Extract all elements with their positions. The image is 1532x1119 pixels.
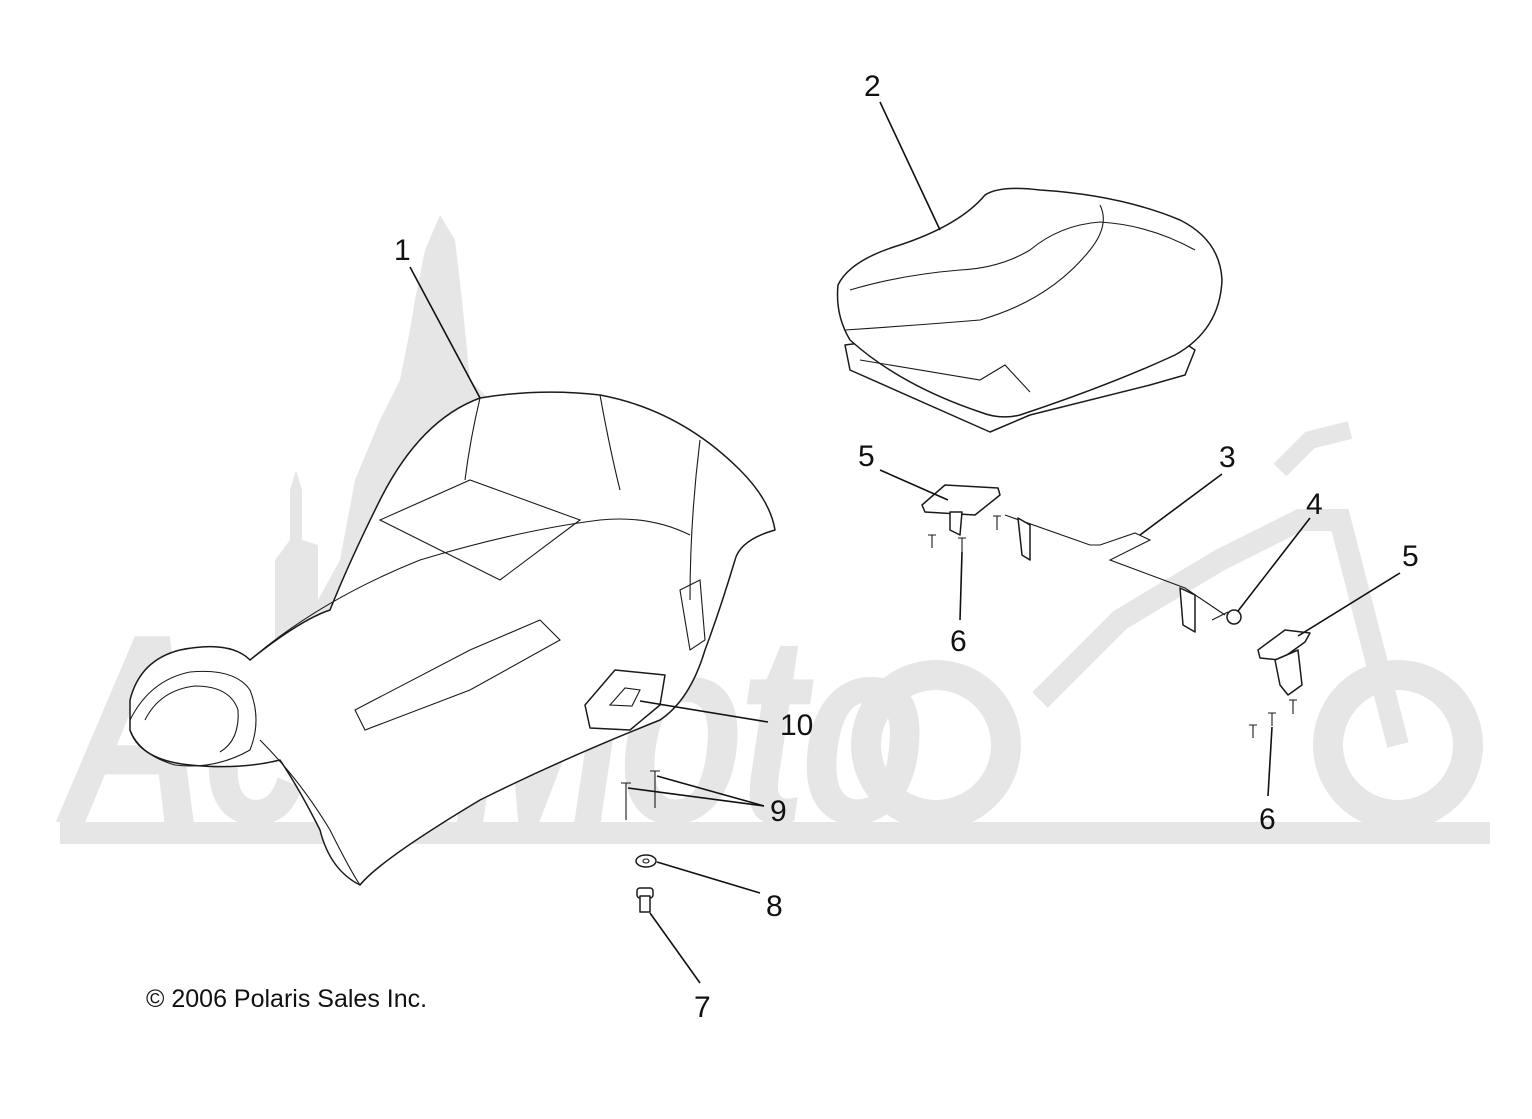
callout-6a: 6 <box>950 625 967 658</box>
leader-7 <box>649 912 701 984</box>
leader-4 <box>1237 517 1311 612</box>
leader-1 <box>409 266 481 399</box>
part-8-washer <box>635 854 657 868</box>
callout-6b: 6 <box>1259 803 1276 836</box>
seat-backrest-curve <box>464 394 701 601</box>
callout-8: 8 <box>766 890 783 923</box>
latch-rod-bracket-right <box>1179 587 1196 633</box>
latch-hook <box>608 687 641 707</box>
callout-2: 2 <box>864 70 881 103</box>
leader-8 <box>656 861 761 894</box>
part-8-washer-hole <box>642 858 650 864</box>
latch-rod-line <box>1004 514 1226 616</box>
copyright-notice: © 2006 Polaris Sales Inc. <box>146 985 428 1013</box>
passenger-seat-seam <box>844 204 1104 331</box>
spring-arm <box>1211 611 1229 621</box>
part-2-passenger-seat <box>836 187 1223 433</box>
part-9-screw-1 <box>621 782 631 820</box>
passenger-seat-cushion <box>836 187 1223 418</box>
callout-1: 1 <box>394 234 411 267</box>
part-1-seat <box>129 391 776 886</box>
seat-front-inner <box>144 685 239 753</box>
watermark-motorcycle-frame-icon <box>1032 509 1409 748</box>
screw-6a-2 <box>958 537 966 552</box>
bracket-right-leg <box>1274 649 1303 696</box>
leader-lines <box>409 101 1401 984</box>
watermark-wheel-front-icon <box>1313 660 1483 830</box>
seat-body <box>129 391 776 886</box>
leader-3 <box>1139 473 1223 536</box>
screw-6b-2 <box>1268 712 1276 726</box>
part-3-latch-rod <box>1004 514 1226 633</box>
callout-10: 10 <box>780 709 813 742</box>
seat-top-ridge <box>249 518 691 661</box>
callout-7: 7 <box>694 991 711 1024</box>
screw-6b-3 <box>1289 699 1297 714</box>
bracket-right <box>1257 629 1311 661</box>
part-5-brackets <box>921 484 1311 696</box>
leader-6a <box>959 551 963 621</box>
leader-5a <box>879 469 949 501</box>
callout-9: 9 <box>770 795 787 828</box>
callouts: 1 2 3 4 5 5 6 6 7 8 9 10 <box>394 70 1419 1024</box>
part-6-screws <box>928 515 1297 738</box>
passenger-seat-bottom-rail <box>859 359 1031 393</box>
passenger-seat-top-line <box>849 221 1196 291</box>
spring-coil <box>1226 609 1242 625</box>
bracket-left <box>921 484 1001 516</box>
screw-6a-1 <box>928 534 936 548</box>
seat-front-bolster <box>129 670 257 767</box>
latch-rod-bracket-left <box>1017 517 1031 561</box>
fasteners <box>621 770 660 913</box>
seat-panel-line-1 <box>378 479 582 581</box>
callout-3: 3 <box>1219 441 1236 474</box>
leader-6b <box>1267 726 1273 797</box>
leader-9b <box>656 775 765 807</box>
callout-5b: 5 <box>1402 540 1419 573</box>
leader-2 <box>879 101 941 231</box>
bracket-left-leg <box>949 511 963 536</box>
callout-4: 4 <box>1306 488 1323 521</box>
part-9-screw-2 <box>650 770 660 808</box>
watermark-wheel-rear-icon <box>851 660 1021 830</box>
part-4-spring <box>1211 609 1242 625</box>
screw-6a-3 <box>993 515 1001 530</box>
leader-9a <box>627 787 765 807</box>
seat-side-panel <box>679 579 706 651</box>
part-7-bolt-shank <box>639 895 651 913</box>
screw-6b-1 <box>1249 724 1257 738</box>
seat-lower-edge <box>259 739 361 886</box>
seat-panel-line-2 <box>354 619 561 731</box>
callout-5a: 5 <box>858 440 875 473</box>
leader-10 <box>639 700 769 723</box>
leader-5b <box>1297 572 1401 637</box>
watermark-handlebar-icon <box>1273 421 1353 477</box>
watermark: AeHMoto <box>54 215 1490 880</box>
